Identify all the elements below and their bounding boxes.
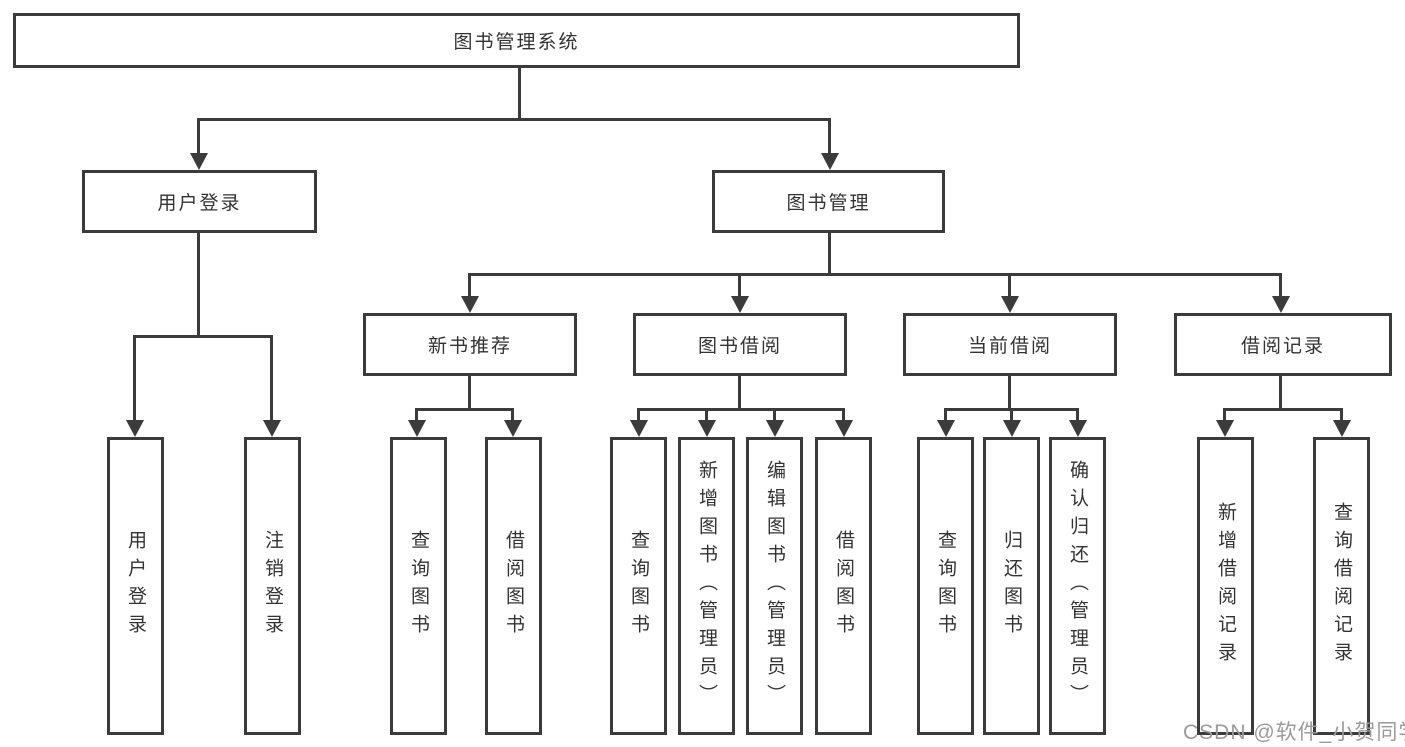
leaf-borrow-books-recommend: 借阅图书	[485, 437, 542, 735]
connector-line	[270, 335, 273, 421]
node-borrowing-records: 借阅记录	[1174, 313, 1392, 376]
arrowhead-down-icon	[408, 420, 426, 437]
leaf-query-books-current: 查询图书	[917, 437, 974, 735]
leaf-logout: 注销登录	[244, 437, 301, 735]
node-new-book-recommend: 新书推荐	[363, 313, 577, 376]
node-book-borrowing: 图书借阅	[633, 313, 847, 376]
connector-line	[415, 408, 514, 411]
arrowhead-down-icon	[1333, 420, 1351, 437]
connector-line	[468, 273, 1282, 276]
connector-line	[197, 233, 200, 335]
connector-line	[842, 408, 845, 422]
arrowhead-down-icon	[263, 420, 281, 437]
node-current-borrowing: 当前借阅	[903, 313, 1117, 376]
connector-line	[738, 376, 741, 408]
connector-line	[828, 118, 831, 156]
arrowhead-down-icon	[1272, 296, 1290, 313]
arrowhead-down-icon	[698, 420, 716, 437]
arrowhead-down-icon	[126, 420, 144, 437]
connector-line	[133, 335, 136, 421]
leaf-borrow-books: 借阅图书	[815, 437, 872, 735]
connector-line	[1279, 273, 1282, 297]
connector-line	[511, 408, 514, 422]
connector-line	[1008, 273, 1011, 297]
leaf-query-books-recommend: 查询图书	[390, 437, 447, 735]
arrowhead-down-icon	[1003, 420, 1021, 437]
leaf-query-books-borrowing: 查询图书	[610, 437, 667, 735]
connector-line	[828, 233, 831, 273]
connector-line	[133, 335, 273, 338]
leaf-user-login: 用户登录	[107, 437, 164, 735]
connector-line	[197, 118, 200, 156]
watermark: CSDN @软件_小贺同学	[1183, 721, 1405, 744]
leaf-confirm-return-admin: 确认归还（管理员）	[1049, 437, 1106, 735]
connector-line	[1223, 408, 1343, 411]
arrowhead-down-icon	[731, 296, 749, 313]
leaf-return-books: 归还图书	[983, 437, 1040, 735]
arrowhead-down-icon	[835, 420, 853, 437]
connector-line	[1076, 408, 1079, 422]
node-user-login: 用户登录	[82, 170, 317, 233]
leaf-add-book-admin: 新增图书（管理员）	[678, 437, 735, 735]
connector-line	[637, 408, 845, 411]
connector-line	[415, 408, 418, 422]
leaf-add-borrow-record: 新增借阅记录	[1197, 437, 1254, 735]
arrowhead-down-icon	[630, 420, 648, 437]
connector-line	[738, 273, 741, 297]
arrowhead-down-icon	[461, 296, 479, 313]
arrowhead-down-icon	[821, 153, 839, 170]
connector-line	[1340, 408, 1343, 422]
connector-line	[944, 408, 947, 422]
node-book-management: 图书管理	[712, 170, 945, 233]
arrowhead-down-icon	[190, 153, 208, 170]
node-library-system: 图书管理系统	[13, 13, 1020, 68]
arrowhead-down-icon	[766, 420, 784, 437]
connector-line	[518, 68, 521, 118]
connector-line	[1223, 408, 1226, 422]
connector-line	[1008, 376, 1011, 408]
arrowhead-down-icon	[1001, 296, 1019, 313]
leaf-edit-book-admin: 编辑图书（管理员）	[746, 437, 803, 735]
arrowhead-down-icon	[504, 420, 522, 437]
connector-line	[705, 408, 708, 422]
arrowhead-down-icon	[937, 420, 955, 437]
connector-line	[1010, 408, 1013, 422]
connector-line	[773, 408, 776, 422]
connector-line	[468, 273, 471, 297]
connector-line	[1279, 376, 1282, 408]
connector-line	[468, 376, 471, 408]
arrowhead-down-icon	[1069, 420, 1087, 437]
connector-line	[637, 408, 640, 422]
leaf-query-borrow-record: 查询借阅记录	[1313, 437, 1370, 735]
arrowhead-down-icon	[1216, 420, 1234, 437]
connector-line	[197, 118, 831, 121]
